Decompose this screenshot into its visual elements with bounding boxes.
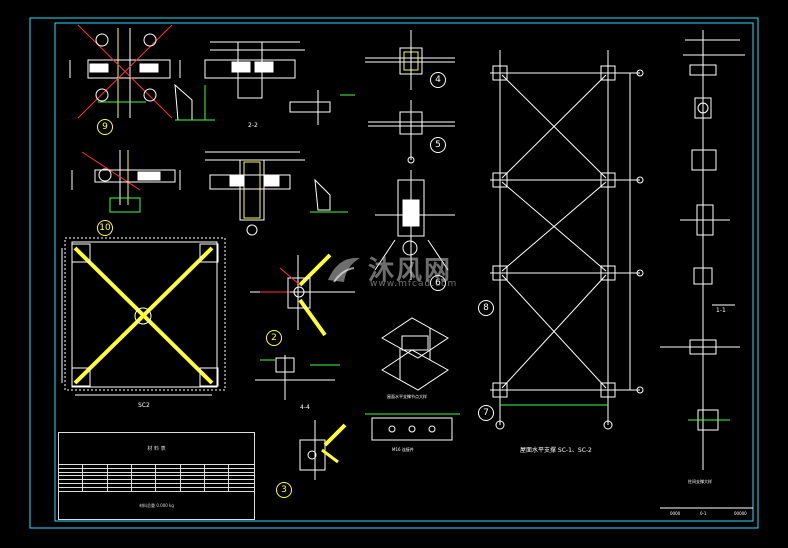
sheet-border-inner (54, 22, 754, 522)
detail-6 (374, 170, 455, 280)
detail-callout-2: 2 (266, 330, 282, 346)
detail-4 (365, 30, 455, 90)
watermark-logo-icon (328, 257, 360, 283)
detail-10 (71, 150, 181, 213)
m16-note: M16 连接件 (392, 447, 414, 452)
material-table: 材 料 表 材料总重 0.000 kg (57, 432, 255, 520)
detail-callout-4: 4 (430, 72, 446, 88)
watermark-url: www.mfcad.com (370, 279, 458, 289)
title-block-a: 0000 (670, 511, 681, 516)
watermark-brand: 沐风网 (368, 256, 453, 286)
detail-callout-3: 3 (276, 482, 292, 498)
section-label-1-1: 1-1 (716, 307, 726, 314)
hbeam-note: 屋面水平支撑节点大样 (387, 394, 427, 399)
title-block-c: 00000 (734, 511, 747, 516)
section-label-2-2: 2-2 (248, 122, 258, 129)
column-details-right (660, 30, 745, 470)
title-block-b: 0-1 (700, 511, 707, 516)
detail-2 (250, 253, 355, 337)
detail-callout-7: 7 (478, 405, 494, 421)
detail-callout-10: 10 (97, 220, 113, 236)
right-note: 柱间支撑大样 (688, 479, 712, 484)
plan-sc2 (61, 237, 226, 396)
detail-3 (299, 420, 347, 480)
watermark: 沐风网 www.mfcad.com (318, 250, 478, 292)
material-table-total: 材料总重 0.000 kg (58, 491, 255, 520)
detail-callout-9: 9 (97, 119, 113, 135)
elevation-sc1-sc2 (490, 50, 644, 430)
plan-label-sc2: SC2 (138, 402, 150, 409)
detail-callout-5: 5 (430, 137, 446, 153)
section-2-2-top (174, 41, 355, 125)
section-4-4 (255, 355, 340, 400)
elevation-title: 屋面水平支撑 SC-1、SC-2 (520, 447, 592, 454)
section-mid (205, 151, 348, 236)
detail-callout-6: 6 (430, 275, 446, 291)
h-beam-isometric (381, 317, 449, 391)
detail-callout-8: 8 (478, 300, 494, 316)
m16-detail (365, 413, 460, 441)
detail-9 (69, 24, 181, 119)
material-table-title: 材 料 表 (58, 432, 255, 465)
detail-5 (368, 100, 455, 164)
sheet-border-outer (29, 17, 759, 529)
section-label-4-4: 4-4 (300, 404, 310, 411)
